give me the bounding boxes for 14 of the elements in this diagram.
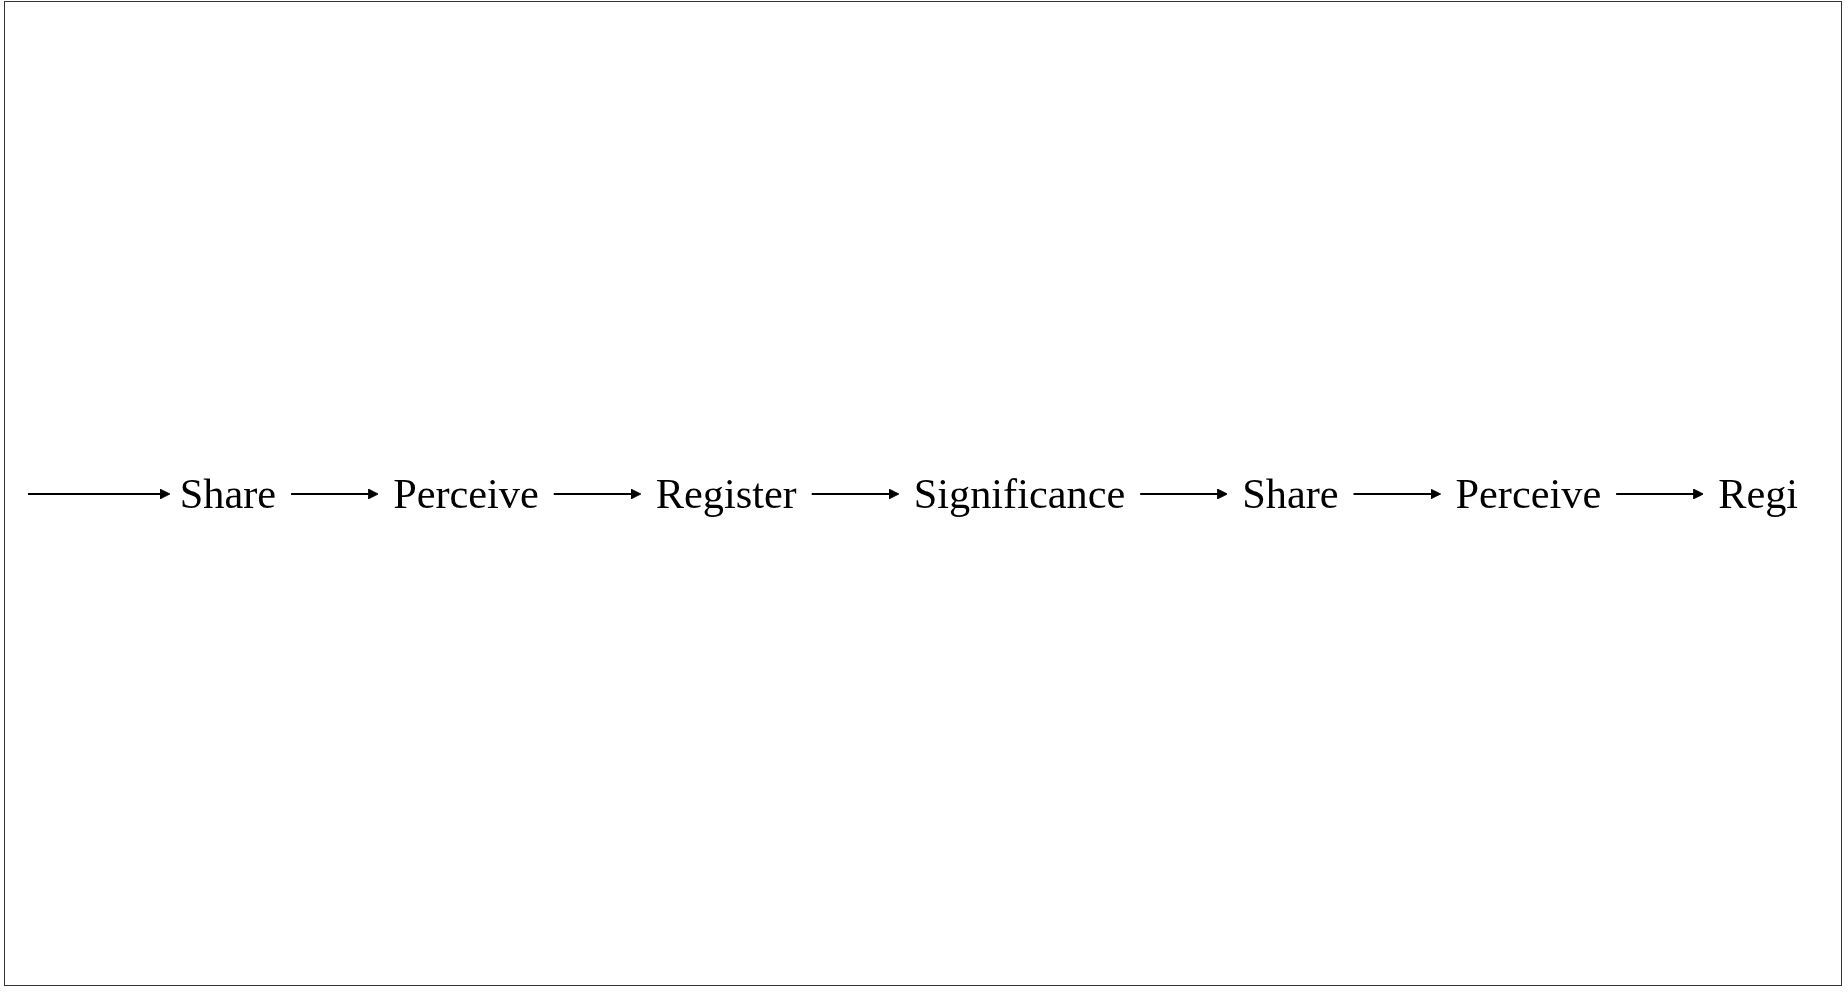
node-text: Share: [179, 470, 277, 517]
arrow: [1615, 488, 1704, 499]
node-text: Perceive: [1455, 470, 1602, 517]
arrow: [1352, 488, 1442, 499]
node-text: Regi: [1718, 470, 1799, 517]
node-text: Register: [655, 470, 797, 517]
node-text: Perceive: [393, 470, 539, 517]
arrow: [1139, 488, 1228, 499]
arrow: [27, 488, 171, 499]
arrow: [810, 488, 900, 499]
node-text: Significance: [913, 470, 1126, 517]
arrow: [290, 488, 379, 499]
arrow: [552, 488, 642, 499]
node-text: Share: [1242, 470, 1339, 517]
